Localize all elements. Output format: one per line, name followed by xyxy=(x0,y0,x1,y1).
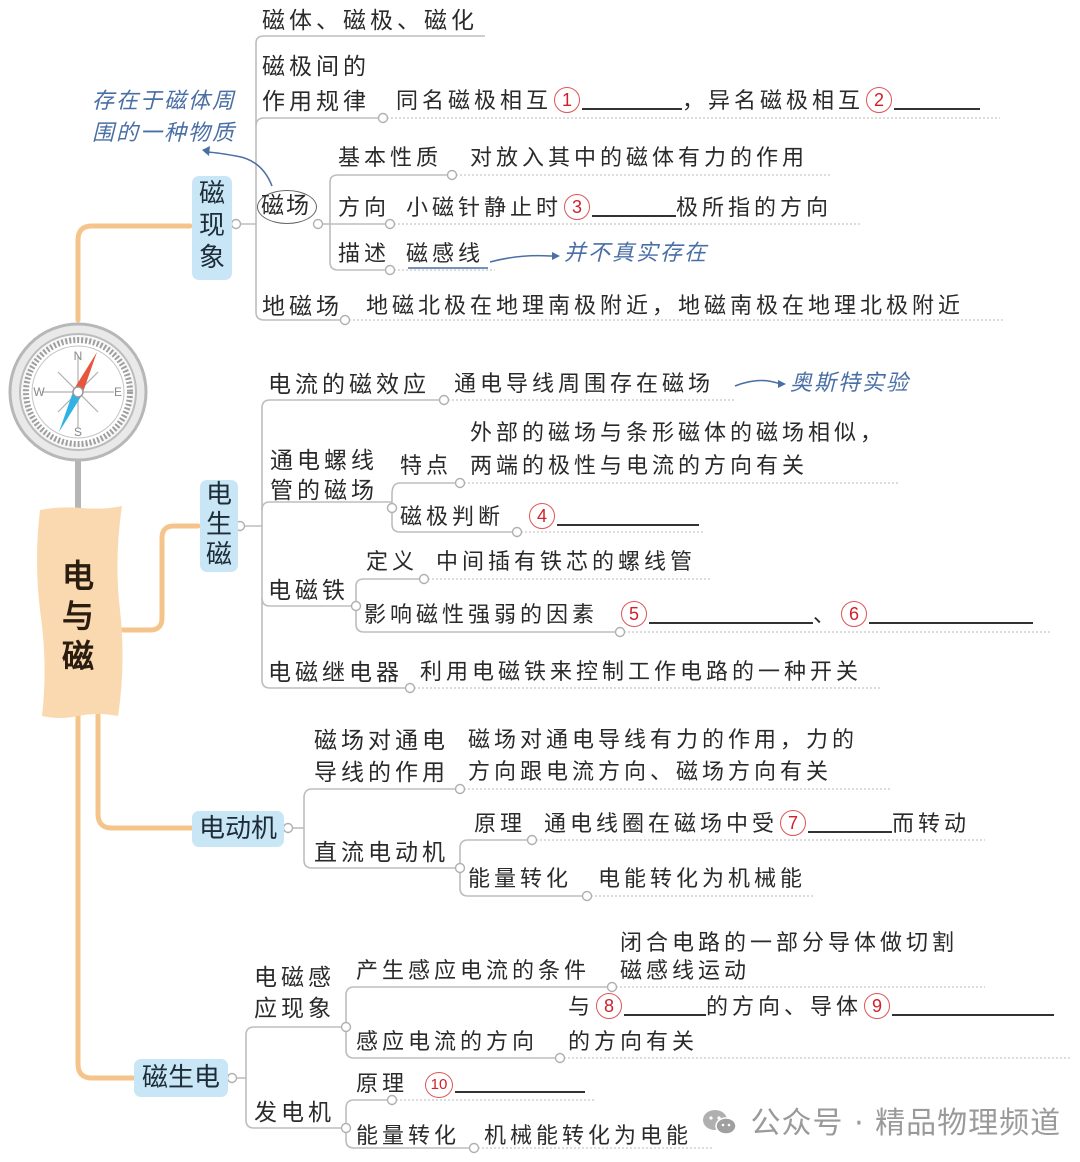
topic-geomagnetic-field: 地磁场 xyxy=(262,294,343,320)
label-energy-conversion: 能量转化 xyxy=(468,867,573,892)
topic-oersted: 电流的磁效应 xyxy=(268,372,430,398)
label-gen-energy: 能量转化 xyxy=(356,1124,461,1149)
topic-pole-law-line2: 作用规律 xyxy=(262,89,370,115)
label-basic-property: 基本性质 xyxy=(338,146,443,171)
fill-in-blank[interactable] xyxy=(592,195,677,217)
text-oersted: 通电导线周围存在磁场 xyxy=(454,372,715,397)
blank-number-badge: 9 xyxy=(864,993,891,1019)
topic-electromagnet: 电磁铁 xyxy=(268,578,349,604)
svg-text:S: S xyxy=(74,425,82,439)
topic-magnet-basics: 磁体、磁极、磁化 xyxy=(262,8,478,34)
category-node-electric-motor[interactable]: 电动机 xyxy=(192,811,284,847)
topic-force-on-wire-line2: 导线的作用 xyxy=(314,760,449,786)
wechat-icon xyxy=(703,1110,737,1135)
blank-number-badge: 8 xyxy=(596,993,623,1019)
watermark: 公众号 · 精品物理频道 xyxy=(700,1098,1061,1142)
text-condition-line2: 磁感线运动 xyxy=(620,959,751,984)
text-condition-line1: 闭合电路的一部分导体做切割 xyxy=(620,931,959,956)
topic-generator: 发电机 xyxy=(254,1100,335,1126)
blank-number-badge: 10 xyxy=(425,1072,454,1098)
label-factors: 影响磁性强弱的因素 5、6 xyxy=(364,601,1034,631)
label-describe: 描述 xyxy=(338,242,391,267)
fill-in-blank[interactable] xyxy=(892,994,1055,1016)
fill-in-blank[interactable] xyxy=(455,1071,586,1093)
topic-dc-motor: 直流电动机 xyxy=(314,840,449,866)
topic-relay: 电磁继电器 xyxy=(268,660,403,686)
text-energy-conversion: 电能转化为机械能 xyxy=(598,867,807,892)
compass-icon: N S E W xyxy=(8,322,148,462)
topic-solenoid-line1: 通电螺线 xyxy=(270,448,378,474)
annotation-oersted-experiment: 奥斯特实验 xyxy=(790,371,911,396)
blank-number-badge: 6 xyxy=(841,601,868,627)
fill-in-blank[interactable] xyxy=(808,811,893,833)
label-induced-current-direction: 感应电流的方向 xyxy=(356,1030,539,1055)
topic-force-on-wire-line1: 磁场对通电 xyxy=(314,728,449,754)
text-field-lines: 磁感线 xyxy=(406,242,485,267)
category-label: 电动机 xyxy=(198,814,277,844)
fill-in-blank[interactable] xyxy=(557,504,700,526)
blank-number-badge: 5 xyxy=(621,601,648,627)
blank-number-badge: 1 xyxy=(554,87,581,113)
category-node-magnetism-to-electricity[interactable]: 磁生电 xyxy=(134,1059,228,1097)
annotation-field-definition: 存在于磁体周 围的一种物质 xyxy=(92,89,237,146)
root-node-label: 电与磁 xyxy=(61,557,94,675)
svg-text:N: N xyxy=(74,349,83,363)
field-ellipse xyxy=(257,190,317,224)
topic-solenoid-line2: 管的磁场 xyxy=(270,478,378,504)
label-pole-judge: 磁极判断 4 xyxy=(400,503,700,533)
text-feature-line1: 外部的磁场与条形磁体的磁场相似， xyxy=(470,421,887,446)
svg-text:E: E xyxy=(114,385,122,399)
svg-text:W: W xyxy=(33,385,45,399)
root-node-shape xyxy=(37,506,123,718)
annotation-not-real: 并不真实存在 xyxy=(564,241,709,266)
fill-in-blank[interactable] xyxy=(649,602,814,624)
text-geomagnetic-field: 地磁北极在地理南极附近，地磁南极在地理北极附近 xyxy=(366,294,965,319)
category-label: 磁现象 xyxy=(198,179,225,273)
topic-magnetic-field: 磁场 xyxy=(261,193,311,219)
blank-number-badge: 4 xyxy=(529,503,556,529)
fill-in-blank[interactable] xyxy=(894,88,981,110)
text-force-line2: 方向跟电流方向、磁场方向有关 xyxy=(468,760,833,785)
label-gen-principle: 原理 10 xyxy=(356,1070,586,1100)
blank-number-badge: 2 xyxy=(866,87,893,113)
category-label: 电生磁 xyxy=(205,480,232,570)
text-relay: 利用电磁铁来控制工作电路的一种开关 xyxy=(420,660,863,685)
category-label: 磁生电 xyxy=(141,1063,220,1093)
topic-induction-line2: 应现象 xyxy=(254,996,335,1022)
blank-number-badge: 7 xyxy=(780,810,807,836)
category-node-magnetic-phenomena[interactable]: 磁现象 xyxy=(192,176,232,280)
topic-induction-line1: 电磁感 xyxy=(254,965,335,991)
text-basic-property: 对放入其中的磁体有力的作用 xyxy=(470,146,809,171)
text-definition: 中间插有铁芯的螺线管 xyxy=(436,550,697,575)
text-feature-line2: 两端的极性与电流的方向有关 xyxy=(470,454,809,479)
blank-number-badge: 3 xyxy=(564,194,591,220)
category-node-electricity-to-magnetism[interactable]: 电生磁 xyxy=(200,480,238,572)
label-direction: 方向 xyxy=(338,196,391,221)
label-definition: 定义 xyxy=(366,550,419,575)
watermark-text: 公众号 · 精品物理频道 xyxy=(750,1106,1062,1141)
fill-in-blank[interactable] xyxy=(869,602,1034,624)
text-direction-line2: 的方向有关 xyxy=(568,1030,699,1055)
label-feature: 特点 xyxy=(400,454,453,479)
text-force-line1: 磁场对通电导线有力的作用，力的 xyxy=(468,728,859,753)
fill-in-blank[interactable] xyxy=(582,88,683,110)
label-condition: 产生感应电流的条件 xyxy=(356,959,591,984)
topic-pole-law-line1: 磁极间的 xyxy=(262,54,370,80)
fill-in-blank[interactable] xyxy=(624,994,707,1016)
label-principle: 原理 xyxy=(474,812,527,837)
text-gen-energy: 机械能转化为电能 xyxy=(484,1124,693,1149)
